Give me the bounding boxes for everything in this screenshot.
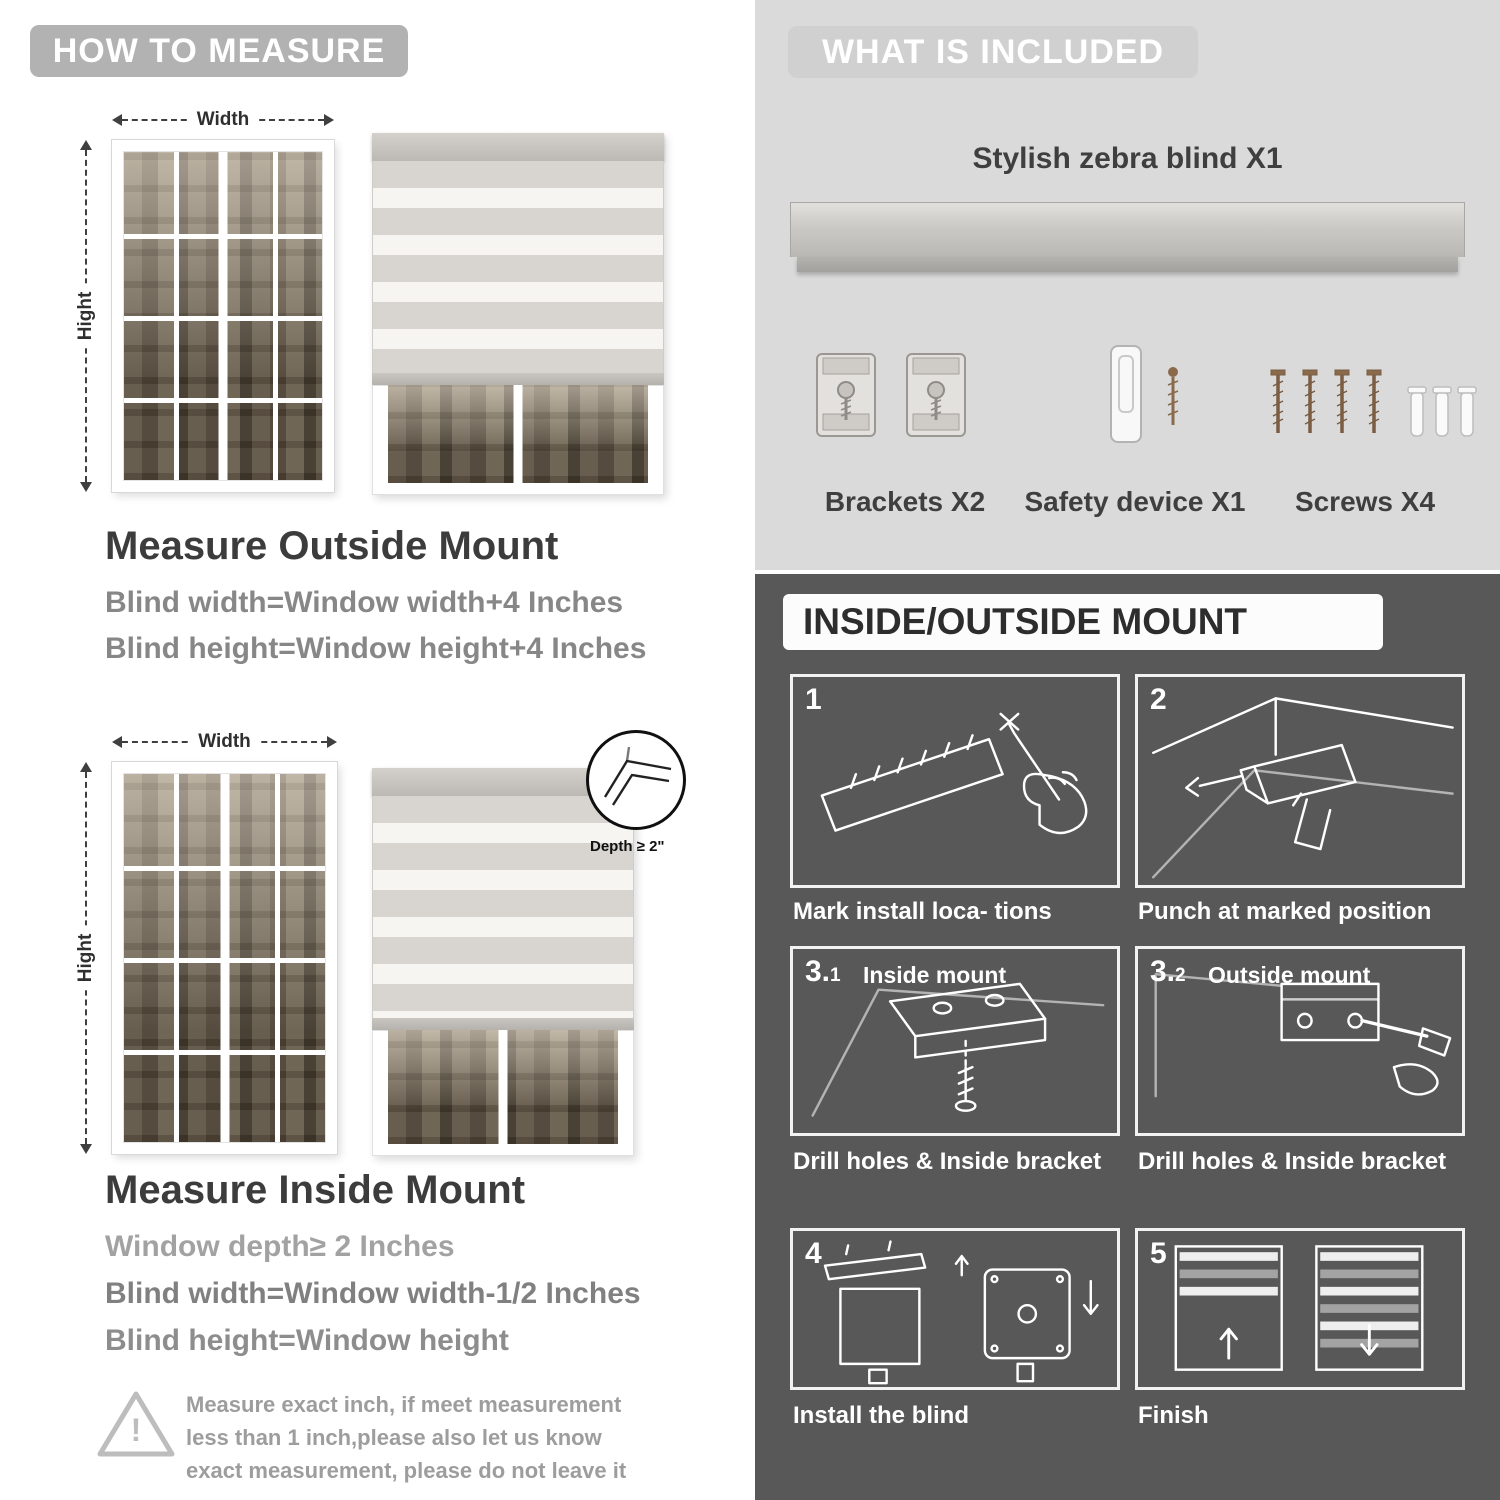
safety-device-illustration bbox=[1110, 345, 1179, 443]
step-box-2: 2 bbox=[1135, 674, 1465, 888]
step-caption-3-1: Drill holes & Inside bracket bbox=[793, 1148, 1102, 1175]
brackets-label: Brackets X2 bbox=[824, 486, 986, 517]
inside-outside-mount-banner: INSIDE/OUTSIDE MOUNT bbox=[783, 594, 1383, 650]
mount-instructions-panel: INSIDE/OUTSIDE MOUNT 1 2 bbox=[755, 574, 1500, 1500]
blind-valance bbox=[372, 133, 664, 161]
inside-mount-heading: Measure Inside Mount bbox=[105, 1168, 526, 1212]
blind-bottom-bar bbox=[372, 373, 664, 385]
finish-blinds-illustration bbox=[1174, 1245, 1424, 1371]
outside-height-formula: Blind height=Window height+4 Inches bbox=[105, 632, 647, 665]
brackets-illustration bbox=[816, 353, 966, 437]
zebra-blind-illustration bbox=[372, 133, 664, 495]
depth-callout-circle bbox=[586, 730, 686, 830]
warning-triangle-icon: ! bbox=[94, 1386, 178, 1462]
depth-callout-label: Depth ≥ 2" bbox=[590, 838, 665, 855]
step-box-3-1: 3.1 Inside mount bbox=[790, 946, 1120, 1136]
headrail-lip bbox=[797, 257, 1458, 272]
mark-location-illustration bbox=[820, 712, 1088, 835]
step-inner-label: Inside mount bbox=[863, 962, 1007, 988]
inside-height-formula: Blind height=Window height bbox=[105, 1324, 509, 1357]
blind-headrail-illustration bbox=[790, 202, 1465, 272]
how-to-measure-banner: HOW TO MEASURE bbox=[30, 25, 408, 77]
step-box-3-2: 3.2 Outside mount bbox=[1135, 946, 1465, 1136]
step-box-1: 1 bbox=[790, 674, 1120, 888]
step-box-5: 5 bbox=[1135, 1228, 1465, 1390]
window-below-blind bbox=[372, 385, 664, 495]
height-dimension-arrow: Hight bbox=[75, 762, 97, 1154]
step-caption-4: Install the blind bbox=[793, 1402, 970, 1429]
step-number: 3.2 bbox=[1150, 955, 1186, 988]
window-muntin bbox=[124, 316, 322, 321]
height-dimension-arrow: Hight bbox=[75, 140, 97, 492]
step-caption-2: Punch at marked position bbox=[1138, 898, 1432, 925]
outside-mount-heading: Measure Outside Mount bbox=[105, 524, 559, 568]
zebra-blind-illustration bbox=[372, 768, 634, 1156]
outside-bracket-illustration bbox=[1154, 972, 1452, 1098]
inside-width-formula: Blind width=Window width-1/2 Inches bbox=[105, 1277, 641, 1310]
step-number: 4 bbox=[805, 1237, 822, 1270]
window-muntin bbox=[124, 866, 325, 871]
window-corner-zoom-icon bbox=[603, 746, 672, 806]
window-below-blind bbox=[372, 1030, 634, 1156]
step-number: 2 bbox=[1150, 683, 1167, 716]
measurement-warning-text: Measure exact inch, if meet measurement … bbox=[186, 1392, 627, 1483]
blind-bottom-bar bbox=[372, 1018, 634, 1030]
drill-illustration bbox=[1152, 697, 1454, 879]
window-muntin bbox=[124, 398, 322, 403]
window-muntin bbox=[124, 1050, 325, 1055]
height-label: Hight bbox=[75, 283, 97, 349]
window-muntin bbox=[513, 385, 523, 483]
height-label: Hight bbox=[75, 925, 97, 991]
inside-bracket-illustration bbox=[811, 982, 1105, 1117]
what-is-included-panel: WHAT IS INCLUDED Stylish zebra blind X1 bbox=[755, 0, 1500, 570]
window-panes bbox=[123, 151, 323, 481]
window-illustration bbox=[112, 140, 334, 492]
safety-device-label: Safety device X1 bbox=[1024, 486, 1246, 517]
step-caption-3-2: Drill holes & Inside bracket bbox=[1138, 1148, 1447, 1175]
window-muntin bbox=[124, 234, 322, 239]
screws-illustration bbox=[1270, 369, 1477, 437]
width-dimension-arrow: Width bbox=[112, 731, 337, 753]
install-blind-illustration bbox=[823, 1240, 1099, 1385]
step-caption-1: Mark install loca- tions bbox=[793, 898, 1052, 925]
step-box-4: 4 bbox=[790, 1228, 1120, 1390]
width-label: Width bbox=[188, 109, 258, 131]
zebra-blind-label: Stylish zebra blind X1 bbox=[972, 142, 1283, 175]
window-muntin bbox=[124, 958, 325, 963]
blind-stripes bbox=[372, 161, 664, 373]
step-inner-label: Outside mount bbox=[1208, 962, 1371, 988]
inside-depth-formula: Window depth≥ 2 Inches bbox=[105, 1230, 455, 1263]
width-dimension-arrow: Width bbox=[112, 109, 334, 131]
step-caption-5: Finish bbox=[1138, 1402, 1209, 1429]
triangle-outline bbox=[97, 1391, 175, 1457]
window-illustration bbox=[112, 762, 337, 1154]
screws-label: Screws X4 bbox=[1294, 486, 1436, 517]
what-is-included-banner: WHAT IS INCLUDED bbox=[788, 26, 1198, 78]
width-label: Width bbox=[190, 731, 259, 753]
window-panes bbox=[123, 773, 326, 1143]
outside-width-formula: Blind width=Window width+4 Inches bbox=[105, 586, 624, 619]
exclamation-mark: ! bbox=[130, 1412, 142, 1448]
step-number: 3.1 bbox=[805, 955, 841, 988]
headrail-body bbox=[790, 202, 1465, 257]
step-number: 5 bbox=[1150, 1237, 1167, 1270]
step-number: 1 bbox=[805, 683, 822, 716]
blind-stripes bbox=[372, 796, 634, 1018]
window-muntin bbox=[498, 1030, 508, 1144]
